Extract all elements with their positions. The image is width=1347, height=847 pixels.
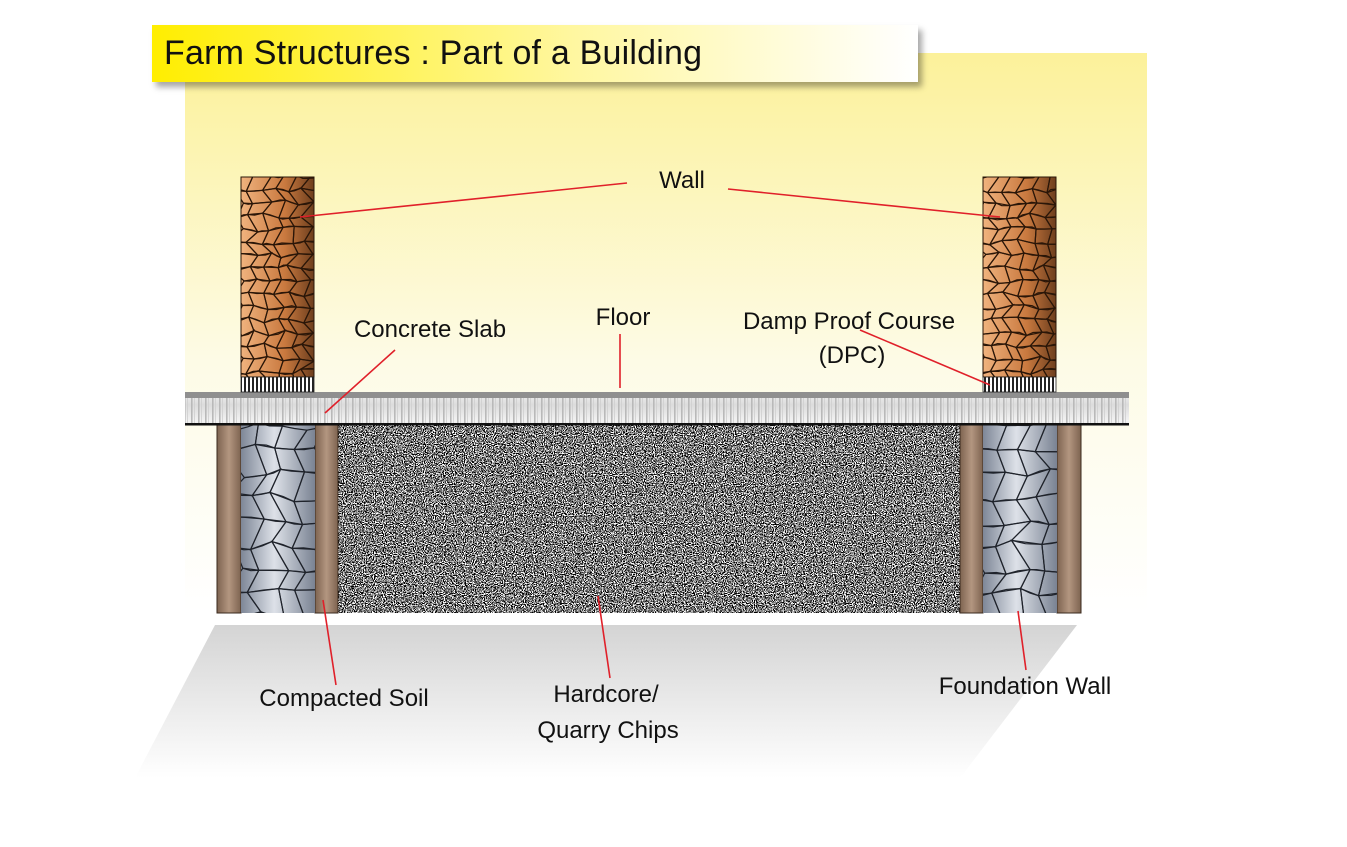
texture-cell [1035, 468, 1057, 498]
texture-cell [1042, 264, 1056, 283]
texture-cell [1037, 570, 1057, 597]
floor-surface [185, 392, 1129, 398]
texture-cell [299, 177, 314, 192]
label-compacted-soil: Compacted Soil [259, 685, 428, 712]
foundation-stone-left [241, 425, 315, 613]
wall-right [983, 177, 1056, 377]
texture-cell [303, 240, 314, 255]
dpc-strip-right [982, 376, 1057, 393]
label-concrete-slab: Concrete Slab [354, 316, 506, 343]
foundation-post [1056, 424, 1082, 614]
hardcore-speckle [338, 425, 960, 613]
texture-cell [293, 500, 315, 526]
slab-base-line [185, 423, 1129, 426]
texture-cell [1035, 492, 1057, 526]
label-quarry-chips: Quarry Chips [537, 717, 678, 744]
texture-cell [1045, 343, 1056, 362]
texture-cell [1043, 291, 1056, 309]
texture-cell [1019, 370, 1034, 377]
texture-cell [303, 226, 314, 243]
texture-cell [293, 428, 315, 451]
texture-cell [1044, 333, 1056, 348]
texture-cell [257, 370, 280, 377]
texture-cell [298, 360, 314, 370]
wall-left [241, 177, 314, 377]
label-foundation-wall: Foundation Wall [939, 673, 1112, 700]
texture-cell [293, 570, 315, 591]
label-dpc-abbrev: (DPC) [819, 342, 886, 369]
texture-cell [1043, 204, 1056, 219]
page-title: Farm Structures : Part of a Building [164, 34, 703, 72]
concrete-slab [185, 397, 1129, 423]
texture-cell [300, 343, 314, 362]
texture-cell [293, 589, 315, 613]
texture-cell [1041, 367, 1056, 377]
texture-cell [291, 547, 315, 574]
foundation-post [216, 424, 242, 614]
foundation-stone-right [983, 425, 1057, 613]
texture-cell [1041, 359, 1056, 371]
texture-cell [1033, 451, 1057, 471]
label-floor: Floor [596, 304, 651, 331]
texture-cell [278, 372, 295, 377]
title-banner: Farm Structures : Part of a Building [152, 25, 918, 82]
foundation-post [314, 424, 339, 614]
texture-cell [303, 278, 314, 298]
texture-cell [1034, 425, 1057, 453]
texture-cell [299, 267, 314, 281]
texture-cell [1046, 317, 1056, 335]
texture-cell [293, 471, 315, 503]
texture-cell [1046, 307, 1056, 323]
texture-cell [1046, 177, 1056, 194]
texture-cell [1003, 368, 1024, 377]
texture-cell [302, 320, 314, 334]
texture-cell [1041, 541, 1057, 573]
texture-cell [299, 187, 314, 203]
texture-cell [300, 332, 314, 348]
texture-cell [293, 447, 315, 473]
texture-cell [303, 293, 314, 310]
label-hardcore: Hardcore/ [553, 681, 659, 708]
texture-cell [299, 367, 314, 377]
texture-cell [1046, 227, 1056, 245]
texture-cell [299, 253, 314, 271]
texture-cell [1041, 522, 1057, 546]
texture-cell [1046, 188, 1056, 206]
texture-cell [302, 307, 314, 324]
dpc-strip-left [240, 376, 315, 393]
texture-cell [1046, 243, 1056, 259]
texture-cell [299, 201, 314, 218]
label-dpc: Damp Proof Course [743, 308, 955, 335]
texture-cell [1044, 216, 1056, 230]
leader-lines [299, 182, 1027, 686]
texture-cell [291, 522, 315, 550]
texture-cell [1042, 256, 1056, 269]
ground-shadow [135, 625, 1077, 778]
texture-cell [1037, 593, 1057, 613]
foundation-post [959, 424, 984, 614]
label-wall: Wall [659, 167, 705, 194]
